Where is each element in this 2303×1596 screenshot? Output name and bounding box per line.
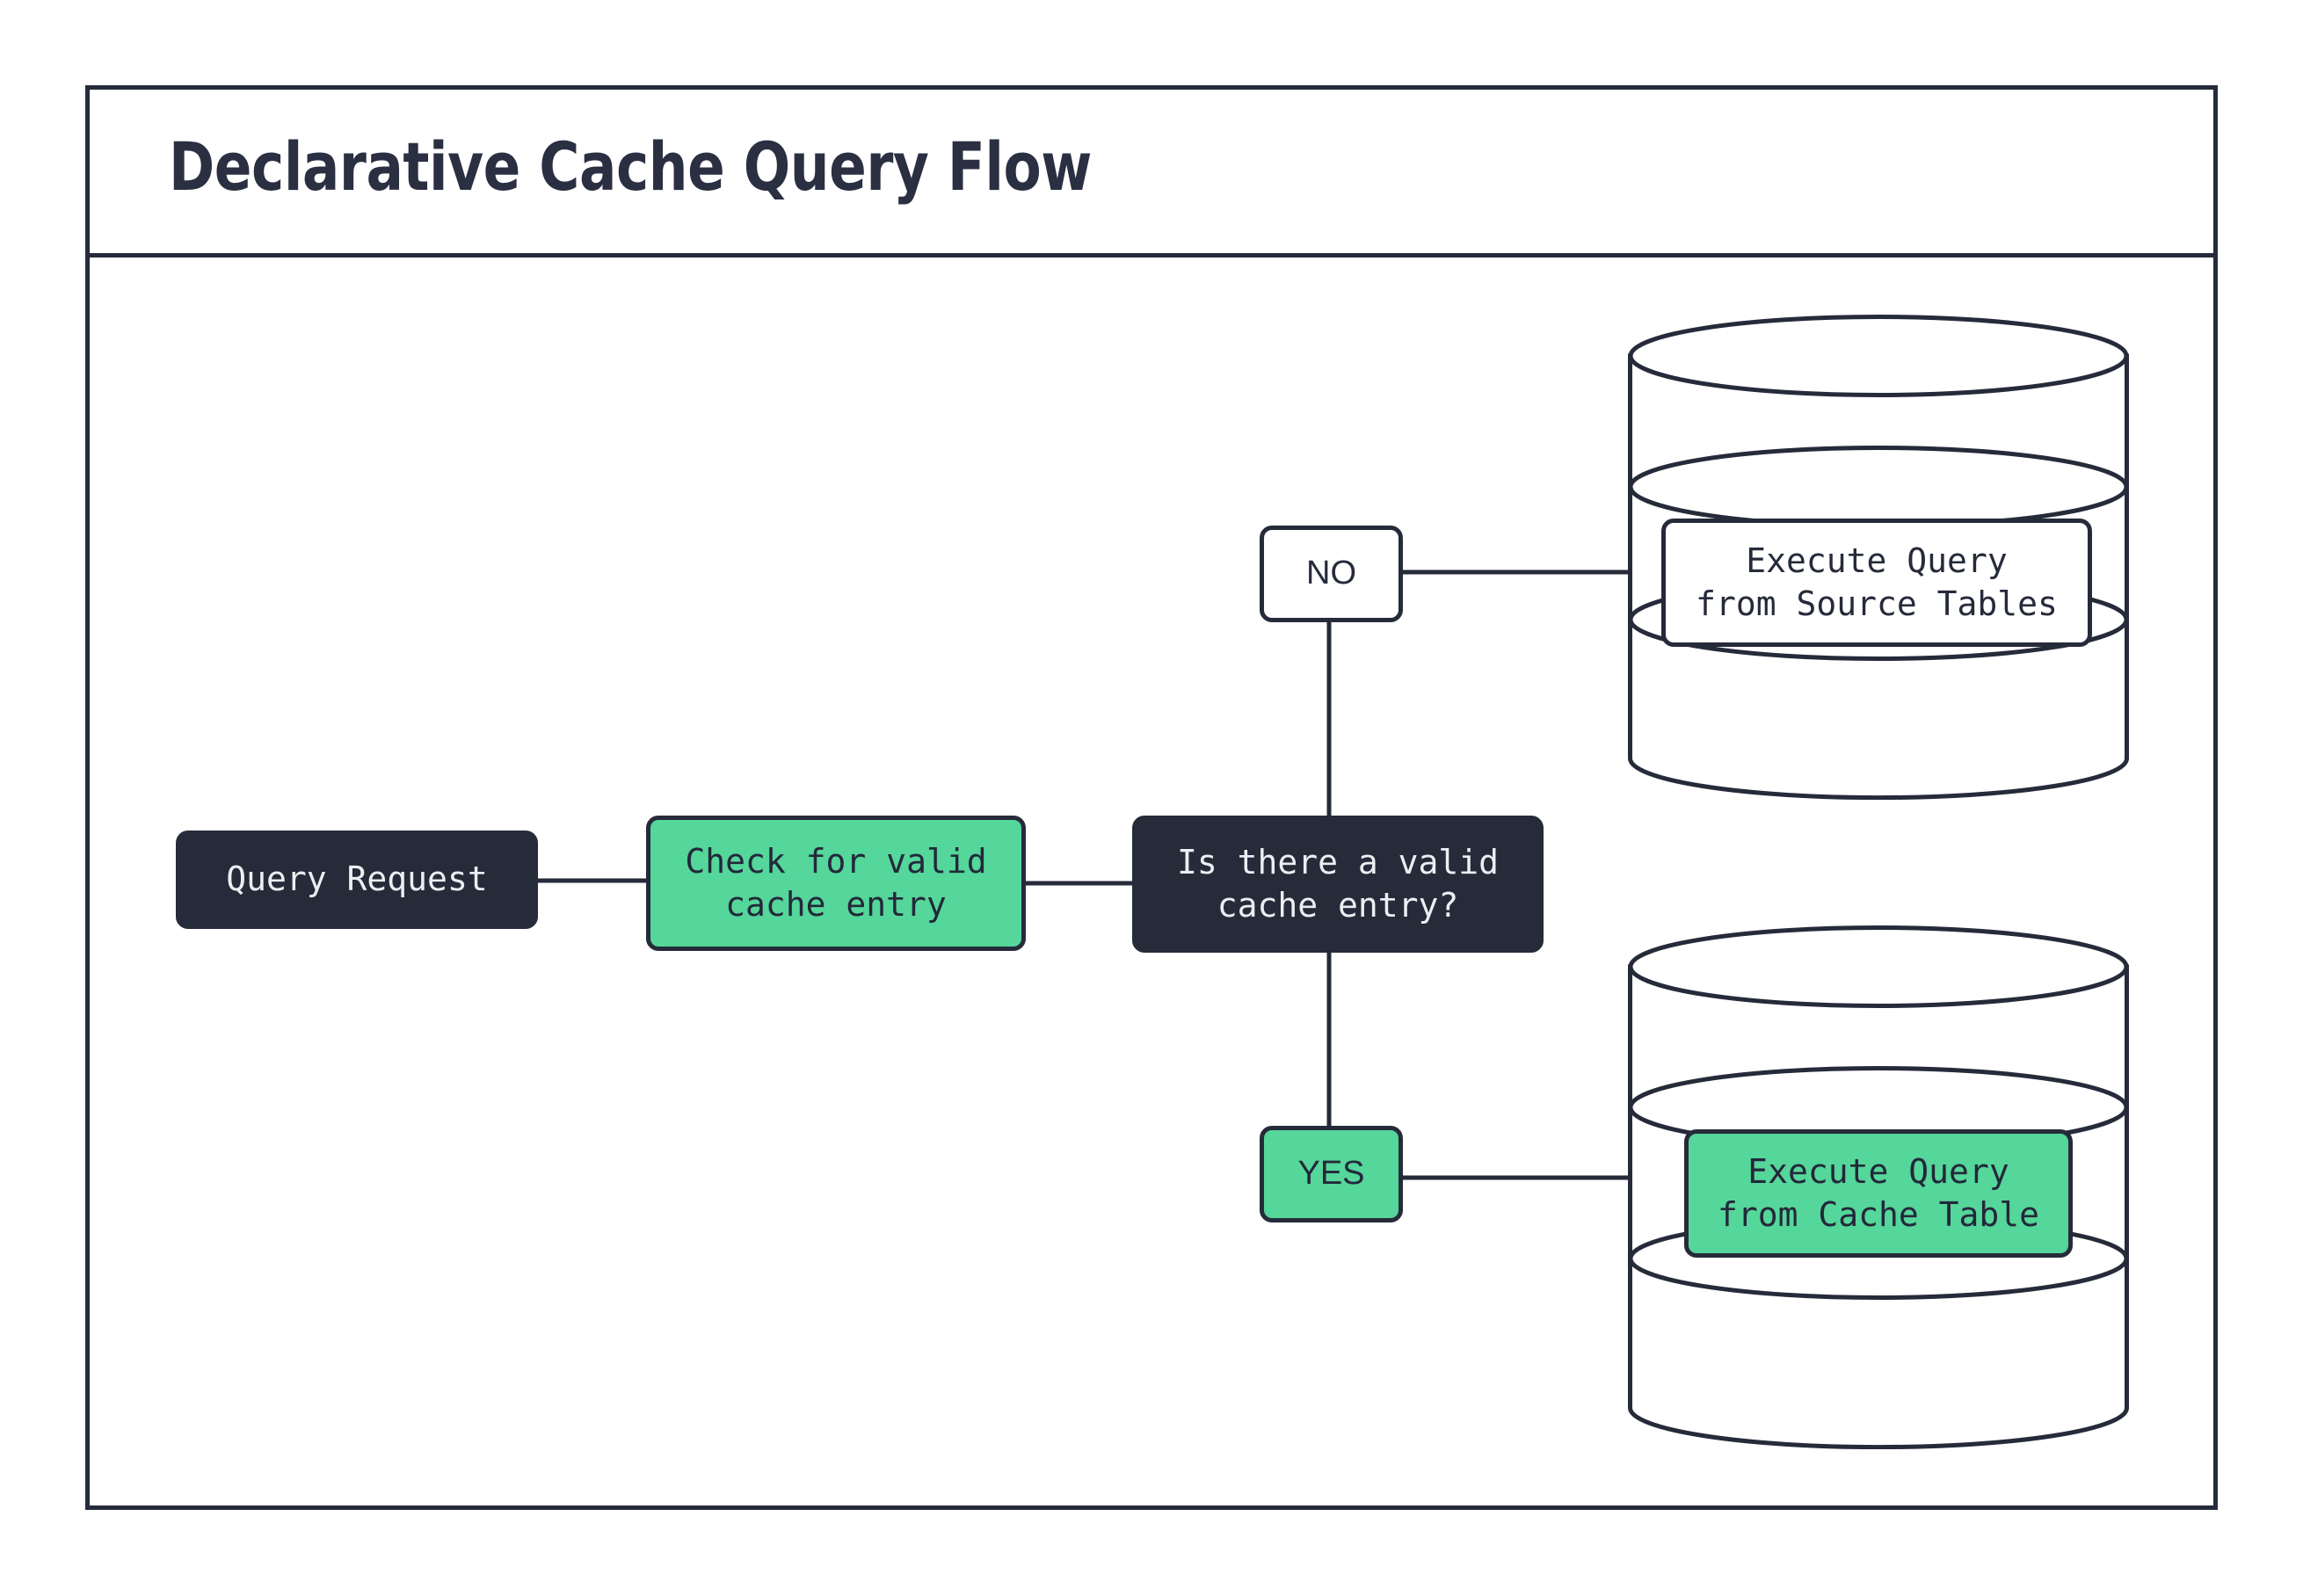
edge-label-yes: YES — [1260, 1126, 1403, 1222]
node-query-request[interactable]: Query Request — [176, 831, 538, 929]
cylinder-label-cache-table: Execute Query from Cache Table — [1684, 1129, 2073, 1258]
diagram-title: Declarative Cache Query Flow — [169, 127, 1092, 206]
cylinder-label-source-tables: Execute Query from Source Tables — [1661, 519, 2092, 647]
node-decision-valid-cache-entry[interactable]: Is there a valid cache entry? — [1132, 816, 1544, 953]
node-check-for-valid-cache-entry[interactable]: Check for valid cache entry — [646, 816, 1026, 951]
title-bar: Declarative Cache Query Flow — [85, 85, 2218, 258]
edge-label-no: NO — [1260, 526, 1403, 622]
